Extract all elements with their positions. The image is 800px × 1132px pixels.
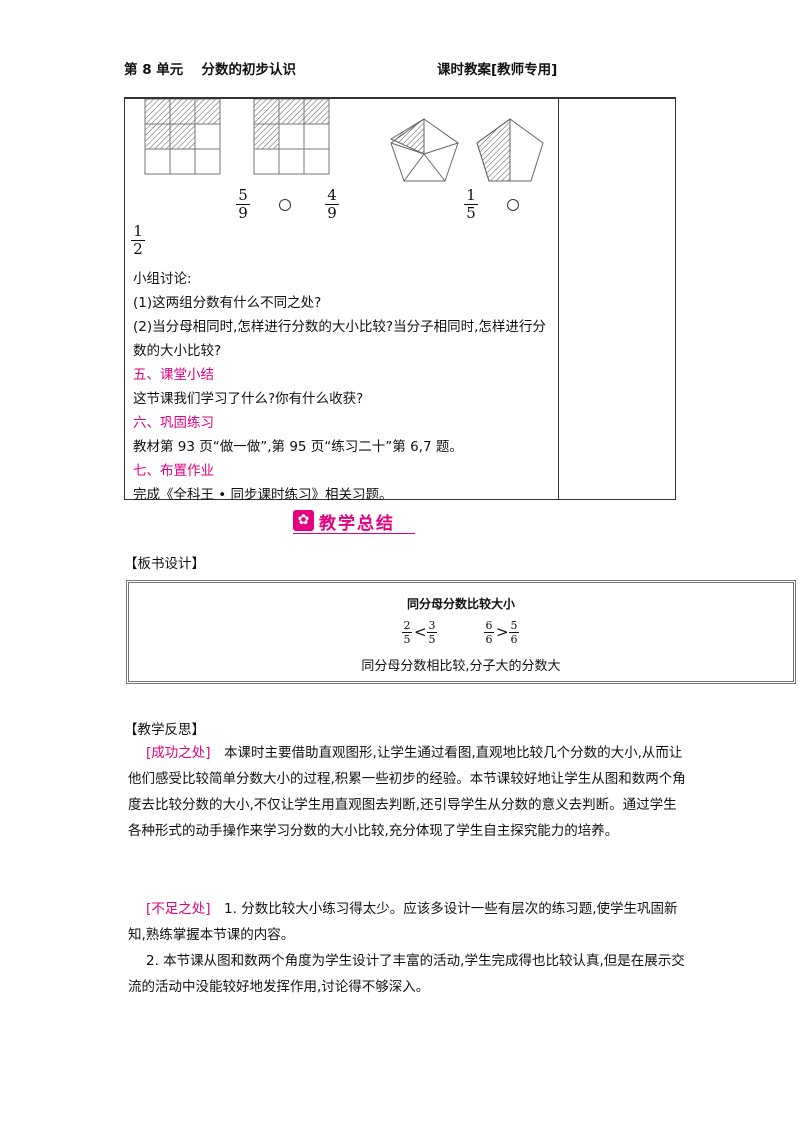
compare-blank-circle[interactable]	[279, 199, 291, 211]
shortcoming-tag: [不足之处]	[146, 901, 211, 917]
column-divider	[558, 99, 559, 499]
greater-than-sign: >	[496, 623, 509, 641]
fraction-figures	[144, 99, 544, 182]
board-rule: 同分母分数相比较,分子大的分数大	[361, 659, 561, 674]
pinwheel-logo-icon: ✿	[293, 510, 314, 531]
lesson-line: 教材第 93 页“做一做”,第 95 页“练习二十”第 6,7 题。	[133, 439, 463, 455]
section-heading: 七、布置作业	[133, 463, 214, 479]
less-than-sign: <	[414, 623, 427, 641]
banner-title: 教学总结	[319, 514, 395, 534]
lesson-line: 这节课我们学习了什么?你有什么收获?	[133, 391, 364, 407]
reflection-success: [成功之处] 本课时主要借助直观图形,让学生通过看图,直观地比较几个分数的大小,…	[128, 740, 688, 844]
section-heading: 五、课堂小结	[133, 367, 214, 383]
reflection-point-2: 2. 本节课从图和数两个角度为学生设计了丰富的活动,学生完成得也比较认真,但是在…	[128, 953, 685, 995]
reflection-shortcoming: [不足之处] 1. 分数比较大小练习得太少。应该多设计一些有层次的练习题,使学生…	[128, 896, 688, 948]
success-tag: [成功之处]	[146, 745, 211, 761]
pentagon-one-fifth	[389, 118, 459, 182]
lesson-text: 小组讨论: (1)这两组分数有什么不同之处? (2)当分母相同时,怎样进行分数的大小…	[133, 267, 553, 507]
lesson-line: (2)当分母相同时,怎样进行分数的大小比较?当分子相同时,怎样进行分数的大小比较…	[133, 319, 546, 359]
success-text: 本课时主要借助直观图形,让学生通过看图,直观地比较几个分数的大小,从而让他们感受…	[128, 745, 686, 839]
lesson-line: 小组讨论:	[133, 271, 192, 287]
header-type: 课时教案[教师专用]	[437, 62, 558, 78]
compare-blank-circle[interactable]	[507, 199, 519, 211]
section-heading: 六、巩固练习	[133, 415, 214, 431]
teaching-summary-banner: ✿ 教学总结	[293, 509, 415, 534]
grid-four-ninths	[253, 99, 330, 175]
board-label: 【板书设计】	[124, 556, 205, 572]
pentagon-one-half	[476, 118, 544, 182]
lesson-line: (1)这两组分数有什么不同之处?	[133, 295, 322, 311]
board-title: 同分母分数比较大小	[406, 597, 515, 611]
header-unit: 第 8 单元 分数的初步认识	[124, 62, 296, 78]
grid-five-ninths	[144, 99, 221, 175]
lesson-line: 完成《全科王 • 同步课时练习》相关习题。	[133, 487, 393, 503]
reflection-label: 【教学反思】	[124, 722, 205, 738]
shortcoming-text: 1. 分数比较大小练习得太少。应该多设计一些有层次的练习题,使学生巩固新知,熟练…	[128, 901, 678, 943]
